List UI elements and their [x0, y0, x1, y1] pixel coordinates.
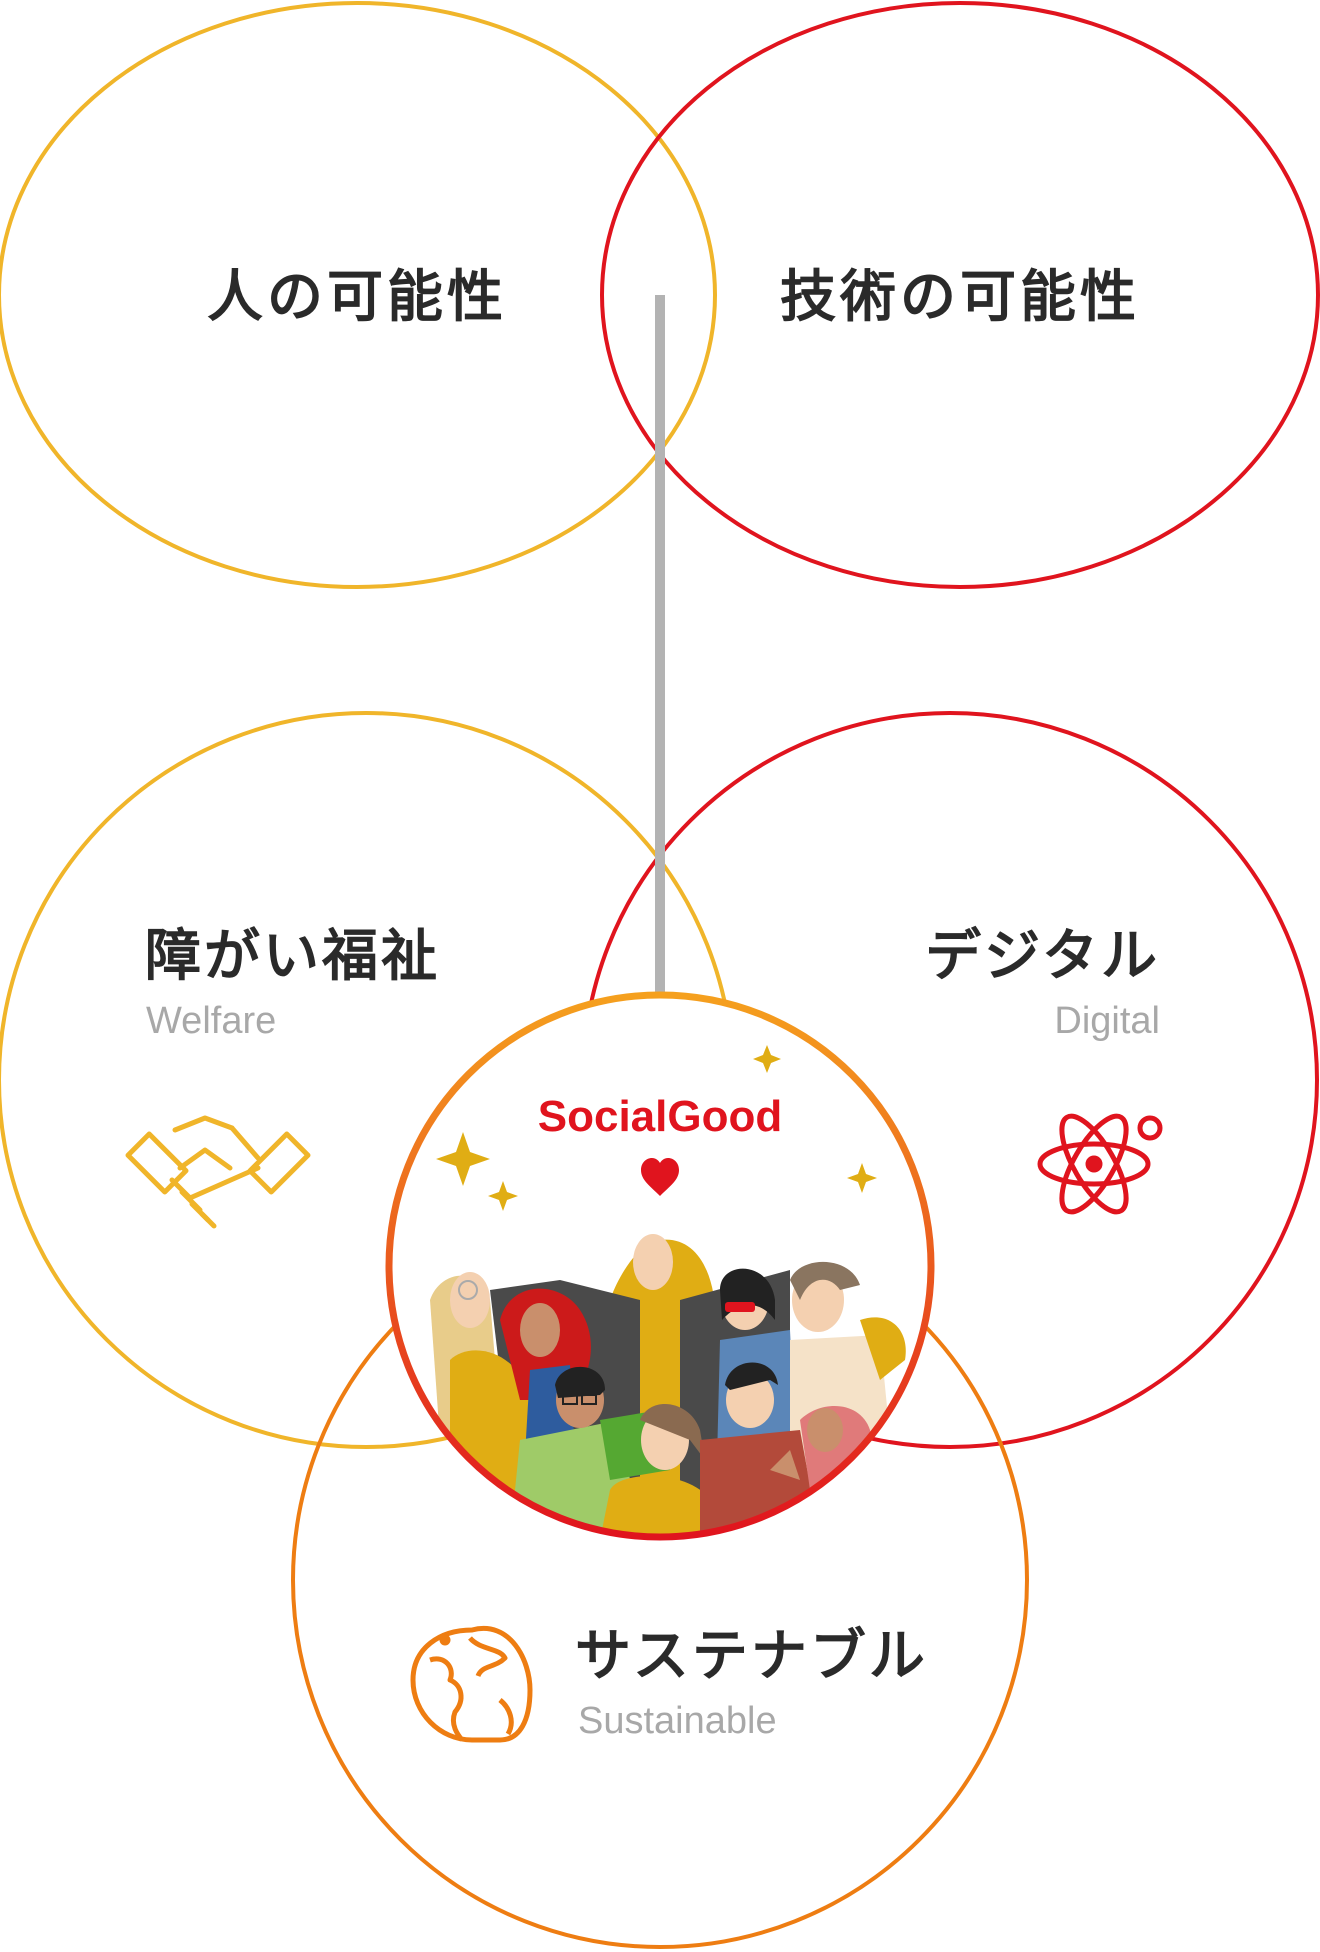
- welfare-label: 障がい福祉: [145, 924, 440, 989]
- sustainable-sub-label: Sustainable: [578, 1700, 777, 1742]
- globe-leaf-icon: [410, 1625, 533, 1743]
- technology-potential-circle: [600, 1, 1320, 589]
- social-good-center: SocialGood: [385, 991, 935, 1541]
- technology-potential-label: 技術の可能性: [780, 265, 1140, 330]
- down-arrow-icon: [625, 295, 695, 1068]
- digital-label: デジタル: [925, 924, 1160, 989]
- people-potential-circle: [0, 1, 717, 589]
- social-good-title: SocialGood: [538, 1092, 782, 1141]
- heart-icon: [641, 1158, 679, 1196]
- handshake-icon: [125, 1115, 311, 1229]
- people-potential-label: 人の可能性: [207, 265, 507, 330]
- sustainable-label: サステナブル: [575, 1624, 928, 1689]
- welfare-sub-label: Welfare: [146, 1000, 276, 1042]
- digital-sub-label: Digital: [1054, 1000, 1160, 1042]
- sparkle-icon: [436, 1045, 877, 1211]
- atom-icon: [1037, 1113, 1163, 1215]
